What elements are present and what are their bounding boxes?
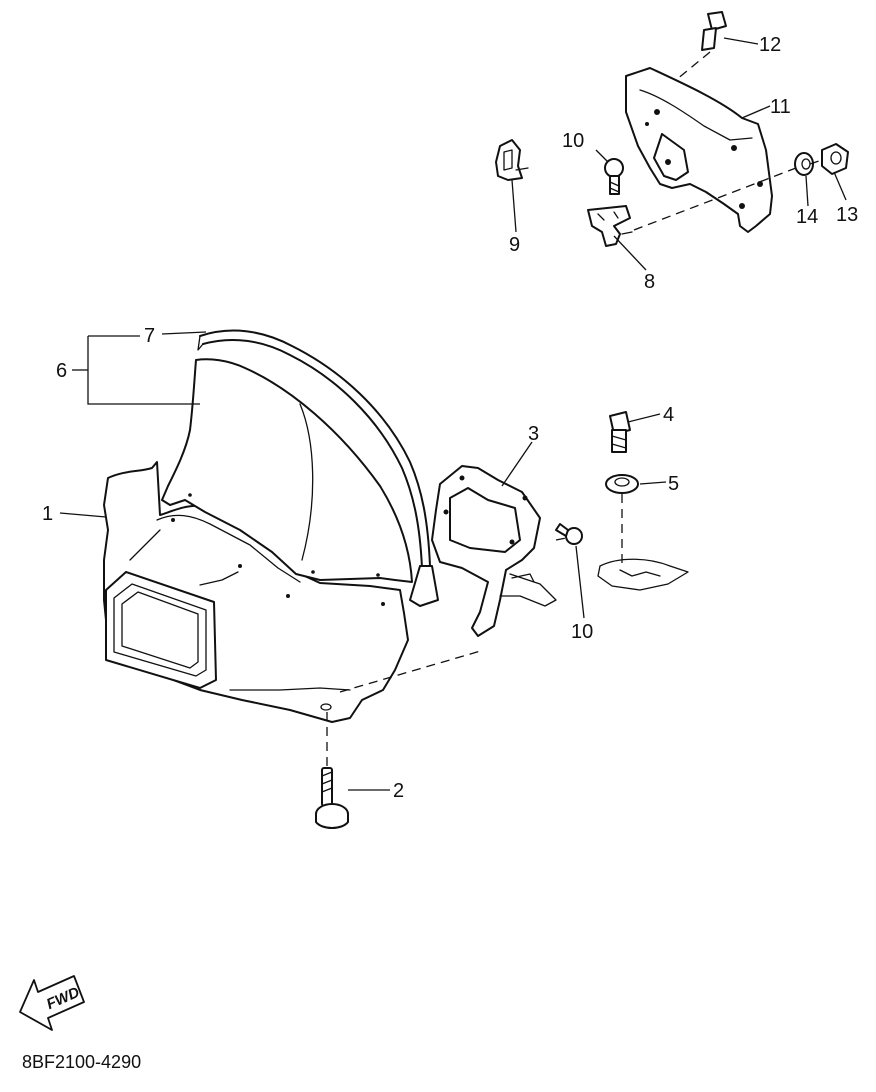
leader-lines [59, 37, 847, 791]
callout-7: 7 [144, 325, 155, 347]
part-2-bolt [315, 767, 349, 829]
part-1-front-cowling [103, 461, 409, 723]
callout-10-upper: 10 [562, 130, 584, 152]
callout-13: 13 [836, 204, 858, 226]
callout-12: 12 [759, 34, 781, 56]
callout-8: 8 [644, 271, 655, 293]
callout-10-lower: 10 [571, 621, 593, 643]
part-4-bolt [609, 411, 631, 453]
callout-4: 4 [663, 404, 674, 426]
part-6-windscreen [161, 358, 413, 583]
callout-3: 3 [528, 423, 539, 445]
part-9-clip [495, 139, 529, 181]
assembly-lines [326, 51, 823, 766]
part-12-bolt [701, 11, 727, 51]
callout-9: 9 [509, 234, 520, 256]
part-10-screw-lower [555, 523, 583, 545]
part-11-meter-bracket [625, 67, 773, 233]
callout-2: 2 [393, 780, 404, 802]
part-14-damper [794, 152, 814, 176]
part-10-screw-upper [604, 158, 624, 195]
callout-14: 14 [796, 206, 818, 228]
callout-1: 1 [42, 503, 53, 525]
fwd-arrow-icon: FWD [19, 975, 85, 1031]
callout-5: 5 [668, 473, 679, 495]
drawing-code: 8BF2100-4290 [22, 1052, 141, 1072]
part-13-nut [821, 143, 849, 175]
callout-6: 6 [56, 360, 67, 382]
part-7-screen-molding [197, 329, 439, 607]
callout-11: 11 [770, 96, 791, 118]
part-5-collar [605, 474, 639, 494]
part-3-fairing-stay [431, 465, 557, 637]
mounting-plate [597, 558, 689, 591]
callout-labels: 1 2 3 4 5 6 7 8 9 10 10 11 12 13 14 [42, 34, 858, 802]
part-8-clamp [587, 205, 633, 247]
